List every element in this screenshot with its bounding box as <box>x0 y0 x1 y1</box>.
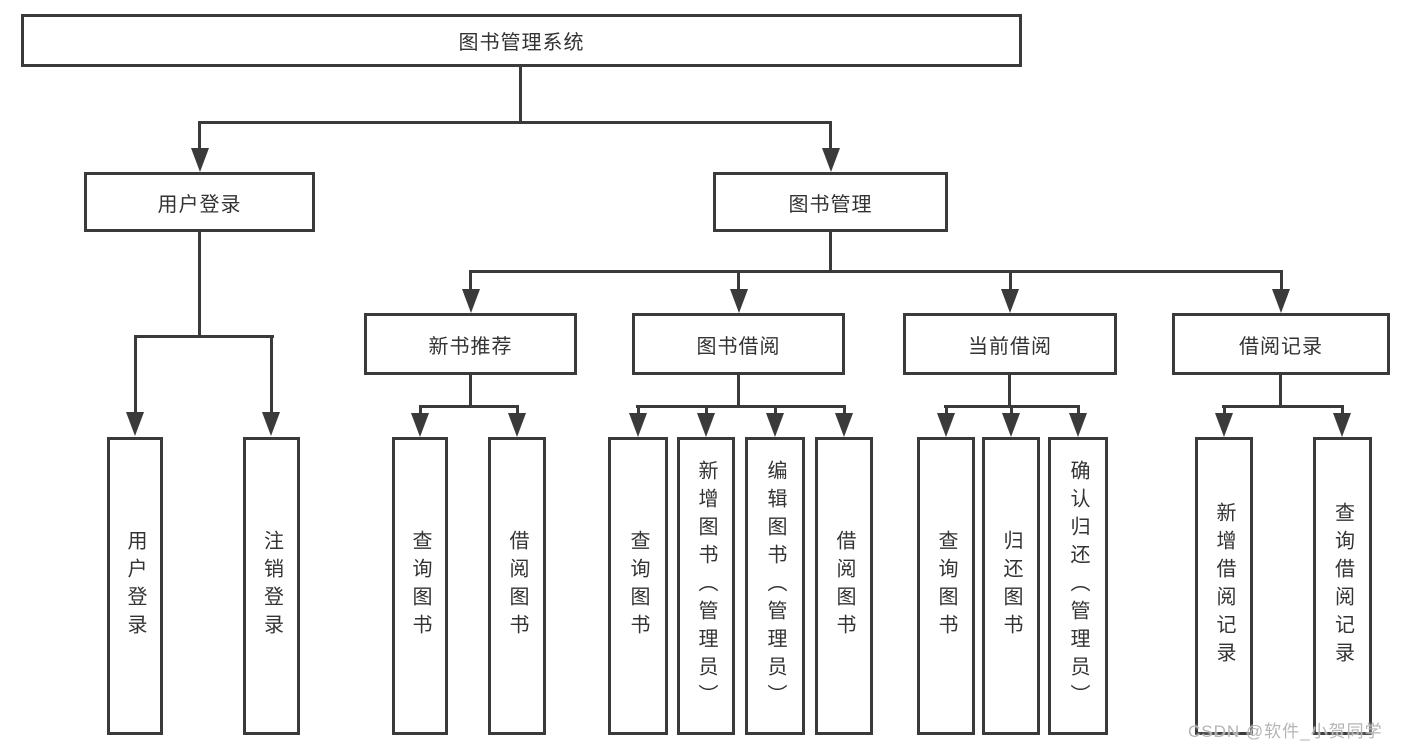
leaf-user-login: 用户登录 <box>107 437 163 735</box>
node-label: 当前借阅 <box>968 335 1052 358</box>
connector-line <box>198 232 201 335</box>
connector-line <box>516 405 519 415</box>
node-label: 编辑图书（管理员） <box>764 460 786 712</box>
node-label: 用户登录 <box>157 193 242 216</box>
leaf-return-book: 归还图书 <box>982 437 1040 735</box>
connector-line <box>1222 405 1343 408</box>
leaf-confirm-return-admin: 确认归还（管理员） <box>1048 437 1108 735</box>
connector-arrowhead <box>1069 413 1087 437</box>
node-label: 查询借阅记录 <box>1331 502 1354 670</box>
node-current-borrow: 当前借阅 <box>903 313 1117 375</box>
connector-line <box>469 375 472 405</box>
node-user-login: 用户登录 <box>84 172 315 232</box>
connector-arrowhead <box>629 413 647 437</box>
node-label: 借阅图书 <box>833 530 855 642</box>
connector-line <box>829 121 832 150</box>
connector-arrowhead <box>1272 289 1290 313</box>
connector-line <box>737 270 740 291</box>
node-label: 查询图书 <box>627 530 649 642</box>
connector-arrowhead <box>766 413 784 437</box>
connector-line <box>1223 405 1226 415</box>
connector-line <box>1008 375 1011 405</box>
leaf-edit-book-admin: 编辑图书（管理员） <box>745 437 805 735</box>
leaf-borrow-book-2: 借阅图书 <box>815 437 873 735</box>
connector-arrowhead <box>835 413 853 437</box>
connector-line <box>519 67 522 123</box>
node-label: 图书管理系统 <box>458 32 585 54</box>
connector-line <box>737 375 740 405</box>
connector-arrowhead <box>1002 413 1020 437</box>
connector-line <box>829 232 832 272</box>
connector-line <box>705 405 708 415</box>
leaf-query-book-3: 查询图书 <box>917 437 975 735</box>
node-label: 新书推荐 <box>428 335 513 358</box>
node-label: 新增借阅记录 <box>1213 502 1235 670</box>
connector-line <box>1341 405 1344 415</box>
connector-line <box>198 121 832 124</box>
node-library-system: 图书管理系统 <box>21 14 1022 67</box>
node-label: 用户登录 <box>124 530 146 642</box>
connector-line <box>469 270 472 291</box>
watermark: CSDN @软件_小贺同学 <box>1188 722 1383 741</box>
leaf-borrow-book-1: 借阅图书 <box>488 437 546 735</box>
connector-line <box>1009 270 1012 291</box>
connector-line <box>843 405 846 415</box>
connector-line <box>1010 405 1013 415</box>
connector-arrowhead <box>411 413 429 437</box>
connector-line <box>1279 375 1282 405</box>
leaf-add-book-admin: 新增图书（管理员） <box>677 437 735 735</box>
connector-arrowhead <box>262 412 280 436</box>
connector-arrowhead <box>1215 413 1233 437</box>
node-label: 查询图书 <box>935 530 957 642</box>
leaf-query-book-2: 查询图书 <box>608 437 668 735</box>
connector-line <box>774 405 777 415</box>
node-label: 图书借阅 <box>696 335 781 358</box>
node-book-management: 图书管理 <box>713 172 948 232</box>
connector-arrowhead <box>1001 289 1019 313</box>
connector-line <box>134 335 274 338</box>
node-label: 新增图书（管理员） <box>695 460 717 712</box>
connector-line <box>270 335 273 415</box>
connector-line <box>1280 270 1283 291</box>
node-label: 借阅记录 <box>1239 335 1323 358</box>
node-borrow-records: 借阅记录 <box>1172 313 1390 375</box>
node-new-book-recommend: 新书推荐 <box>364 313 577 375</box>
connector-arrowhead <box>1333 413 1351 437</box>
connector-line <box>419 405 518 408</box>
connector-arrowhead <box>462 289 480 313</box>
connector-line <box>134 335 137 415</box>
node-label: 查询图书 <box>409 530 431 642</box>
connector-line <box>637 405 640 415</box>
connector-arrowhead <box>822 148 840 172</box>
connector-arrowhead <box>508 413 526 437</box>
connector-arrowhead <box>191 148 209 172</box>
leaf-query-borrow-record: 查询借阅记录 <box>1313 437 1372 735</box>
connector-line <box>1077 405 1080 415</box>
leaf-query-book-1: 查询图书 <box>392 437 448 735</box>
node-label: 注销登录 <box>260 530 283 642</box>
connector-line <box>419 405 422 415</box>
connector-arrowhead <box>730 289 748 313</box>
node-label: 归还图书 <box>1000 530 1022 642</box>
node-label: 确认归还（管理员） <box>1067 460 1089 712</box>
node-book-borrow: 图书借阅 <box>632 313 845 375</box>
leaf-logout: 注销登录 <box>243 437 300 735</box>
connector-line <box>469 270 1282 273</box>
connector-line <box>945 405 948 415</box>
connector-line <box>636 405 845 408</box>
connector-line <box>198 121 201 150</box>
node-label: 图书管理 <box>788 193 873 216</box>
connector-arrowhead <box>697 413 715 437</box>
connector-arrowhead <box>937 413 955 437</box>
leaf-add-borrow-record: 新增借阅记录 <box>1195 437 1253 735</box>
connector-arrowhead <box>126 412 144 436</box>
node-label: 借阅图书 <box>506 530 528 642</box>
